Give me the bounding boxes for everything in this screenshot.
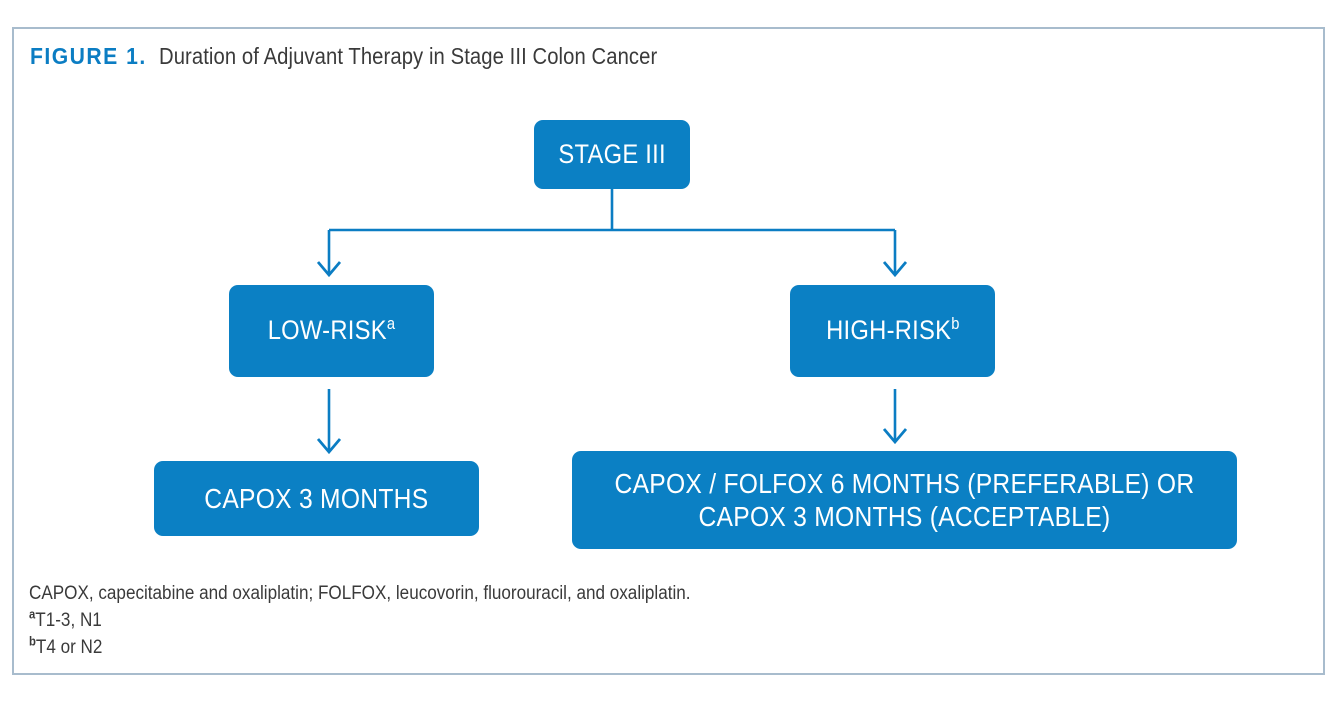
footnote-a-text: T1-3, N1 (35, 609, 102, 631)
node-high-risk-text: HIGH-RISK (825, 315, 951, 346)
footnote-b-marker: b (29, 634, 36, 649)
node-stage-iii[interactable]: STAGE III (534, 120, 690, 189)
arrowhead-highrisk (882, 428, 908, 445)
node-capox-folfox-line1: CAPOX / FOLFOX 6 MONTHS (PREFERABLE) OR (614, 467, 1195, 499)
node-stage-iii-label: STAGE III (558, 138, 666, 169)
node-low-risk-label: LOW-RISKa (268, 315, 396, 347)
node-high-risk-label: HIGH-RISKb (826, 315, 960, 347)
footnote-a-marker: a (29, 607, 36, 622)
node-low-risk-text: LOW-RISK (267, 315, 387, 346)
figure-title-bar: FIGURE 1. Duration of Adjuvant Therapy in… (30, 43, 725, 70)
node-capox-3-months[interactable]: CAPOX 3 MONTHS (154, 461, 479, 536)
arrowhead-left-branch (316, 261, 342, 278)
footnote-abbreviations: CAPOX, capecitabine and oxaliplatin; FOL… (29, 583, 691, 604)
node-low-risk[interactable]: LOW-RISKa (229, 285, 434, 377)
footnote-b: bT4 or N2 (29, 635, 1181, 662)
footnote-b-text: T4 or N2 (35, 636, 103, 658)
footnotes: CAPOX, capecitabine and oxaliplatin; FOL… (29, 581, 1309, 662)
arrowhead-lowrisk (316, 438, 342, 455)
page-title: Duration of Adjuvant Therapy in Stage II… (158, 43, 658, 69)
node-capox-folfox-line2: CAPOX 3 MONTHS (ACCEPTABLE) (698, 501, 1111, 532)
node-low-risk-superscript: a (386, 314, 396, 334)
footnote-a: aT1-3, N1 (29, 608, 1181, 635)
arrowhead-right-branch (882, 261, 908, 278)
figure-number-label: FIGURE 1. (30, 43, 147, 69)
node-capox-3-months-label: CAPOX 3 MONTHS (204, 482, 429, 514)
figure-panel: FIGURE 1. Duration of Adjuvant Therapy in… (12, 27, 1325, 675)
node-high-risk[interactable]: HIGH-RISKb (790, 285, 995, 377)
node-high-risk-superscript: b (950, 314, 960, 334)
